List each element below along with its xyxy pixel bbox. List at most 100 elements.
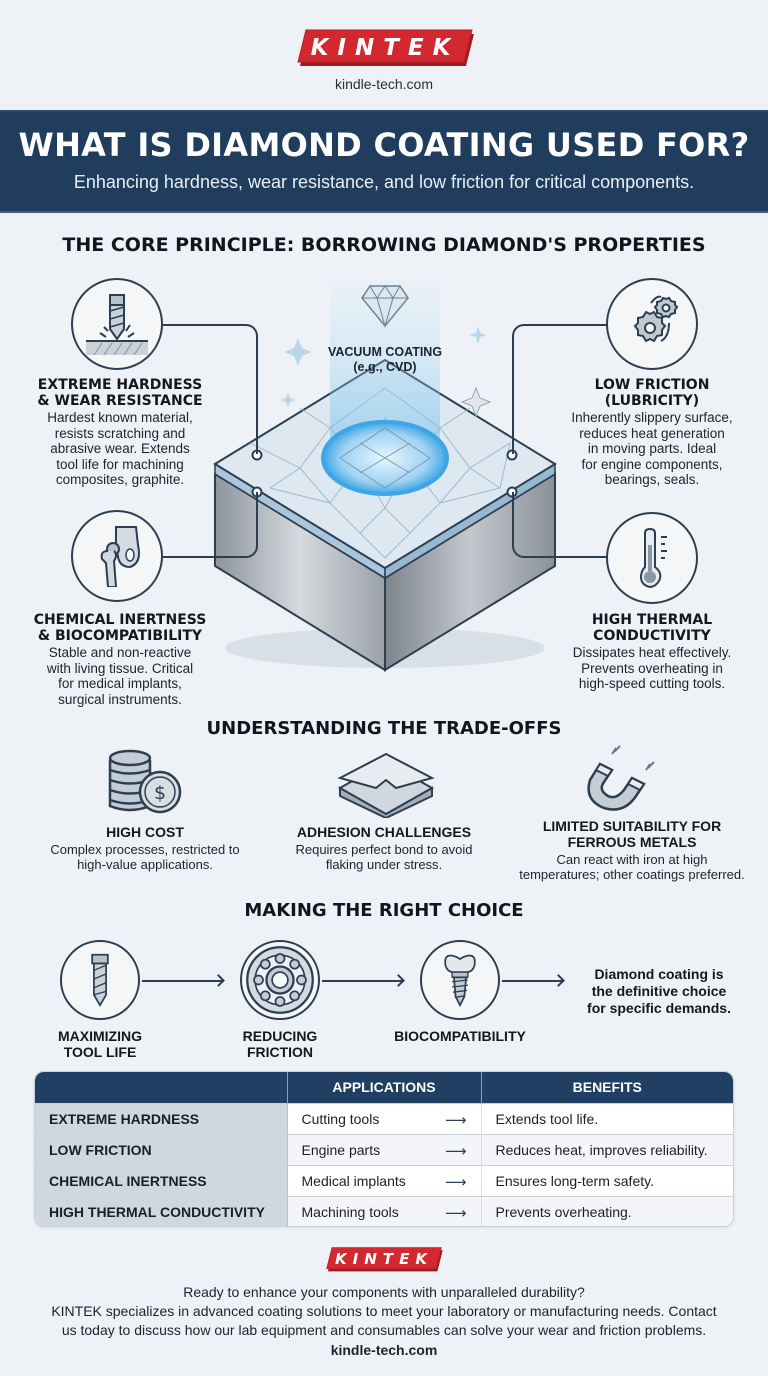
friction-icon-circle [606,278,698,370]
tool-life-icon-circle [60,940,140,1020]
thermal-title-line1: HIGH THERMAL [591,612,713,628]
friction-step-label: REDUCING FRICTION [220,1028,340,1060]
tradeoffs-title: UNDERSTANDING THE TRADE-OFFS [206,718,562,739]
inertness-title-line1: CHEMICAL INERTNESS [33,612,207,628]
thermal-title-line2: CONDUCTIVITY [593,628,711,644]
desc-line: Can react with iron at high [556,852,708,867]
kintek-logo[interactable]: KINTEK [294,28,476,68]
ferrous-title: LIMITED SUITABILITY FOR FERROUS METALS [512,818,752,850]
dental-implant-icon [444,954,476,1007]
benefit-cell: Ensures long-term safety. [481,1164,733,1196]
coated-block-illustration [210,278,560,678]
feature-cell: CHEMICAL INERTNESS [35,1164,288,1196]
kintek-logo-icon: KINTEK [297,29,474,66]
header-benefits: BENEFITS [481,1072,733,1103]
friction-step-label-line2: FRICTION [246,1044,314,1060]
arrow-2 [322,980,404,982]
inertness-description: Stable and non-reactive with living tiss… [20,645,220,707]
arrow-3-head-icon [552,974,565,987]
desc-line: surgical instruments. [58,691,182,707]
thermal-description: Dissipates heat effectively. Prevents ov… [542,645,762,692]
ferrous-title-line2: FERROUS METALS [567,834,697,850]
ferrous-title-line1: LIMITED SUITABILITY FOR [542,818,722,834]
footer-line: Ready to enhance your components with un… [183,1284,585,1300]
drill-bit-icon [91,953,109,1007]
footer-cta-text: Ready to enhance your components with un… [20,1283,748,1340]
right-choice-title: MAKING THE RIGHT CHOICE [244,900,524,921]
desc-line: bearings, seals. [604,472,700,487]
biocompat-icon-circle [420,940,500,1020]
application-cell: Machining tools⟶ [287,1195,482,1226]
desc-line: for medical implants, [58,676,182,691]
hardness-title-line2: & WEAR RESISTANCE [37,393,203,409]
svg-text:KINTEK: KINTEK [311,35,460,61]
friction-step-icon-circle [240,940,320,1020]
application-text: Medical implants [301,1172,406,1189]
thermal-icon-circle [606,512,698,604]
desc-line: Inherently slippery surface, [571,410,733,425]
footer-kintek-logo[interactable]: KINTEK [324,1246,444,1273]
desc-line: Requires perfect bond to avoid [295,842,473,857]
conclusion-line: Diamond coating is [594,966,724,982]
hardness-icon-circle [71,278,163,370]
conclusion-line: for specific demands. [587,1000,731,1016]
table-row: EXTREME HARDNESS Cutting tools⟶ Extends … [35,1102,733,1134]
arrow-right-icon: ⟶ [444,1142,467,1160]
high-cost-title: HIGH COST [106,824,184,840]
site-url-top[interactable]: kindle-tech.com [334,76,434,92]
bearing-icon [246,946,314,1014]
thermometer-icon [639,527,667,589]
tool-life-label: MAXIMIZING TOOL LIFE [40,1028,160,1060]
inertness-title-line2: & BIOCOMPATIBILITY [37,628,203,644]
desc-line: high-value applications. [77,857,213,872]
desc-line: tool life for machining [56,456,184,472]
desc-line: resists scratching and [54,425,186,441]
footer-line: us today to discuss how our lab equipmen… [61,1322,707,1338]
site-url-footer[interactable]: kindle-tech.com [330,1342,438,1358]
adhesion-description: Requires perfect bond to avoid flaking u… [264,842,504,872]
inertness-title: CHEMICAL INERTNESS & BIOCOMPATIBILITY [20,612,220,644]
arrow-right-icon: ⟶ [444,1111,467,1129]
arrow-1-head-icon [212,974,225,987]
desc-line: Stable and non-reactive [48,645,192,660]
table-row: CHEMICAL INERTNESS Medical implants⟶ Ens… [35,1164,733,1196]
application-text: Engine parts [301,1141,381,1158]
conclusion-line: the definitive choice [591,983,727,999]
friction-title-line1: LOW FRICTION [594,377,710,393]
desc-line: high-speed cutting tools. [578,676,726,691]
desc-line: Prevents overheating in [581,660,723,676]
feature-cell: LOW FRICTION [35,1133,288,1165]
desc-line: flaking under stress. [325,857,443,872]
hardness-description: Hardest known material, resists scratchi… [20,410,220,488]
table-row: HIGH THERMAL CONDUCTIVITY Machining tool… [35,1195,733,1226]
desc-line: abrasive wear. Extends [50,441,190,456]
application-text: Cutting tools [301,1110,380,1127]
magnet-icon [582,742,662,814]
application-text: Machining tools [301,1203,399,1220]
page-title: WHAT IS DIAMOND COATING USED FOR? [18,126,750,164]
layers-icon [336,752,436,820]
tool-life-label-line1: MAXIMIZING [58,1028,142,1044]
friction-title-line2: (LUBRICITY) [604,393,700,409]
adhesion-title: ADHESION CHALLENGES [296,824,472,840]
summary-table: APPLICATIONS BENEFITS EXTREME HARDNESS C… [34,1071,734,1227]
connector-thermal [512,492,608,558]
arrow-1 [142,980,224,982]
svg-text:KINTEK: KINTEK [335,1250,433,1268]
desc-line: temperatures; other coatings preferred. [519,867,745,882]
coins-icon: $ [104,748,188,818]
vacuum-coating-label-line2: (e.g., CVD) [353,360,417,374]
header-feature [35,1072,288,1103]
vacuum-coating-label: VACUUM COATING (e.g., CVD) [310,345,460,375]
kintek-logo-icon: KINTEK [326,1247,443,1272]
connector-inertness [162,492,258,558]
feature-cell: HIGH THERMAL CONDUCTIVITY [35,1195,288,1226]
choice-conclusion: Diamond coating is the definitive choice… [574,966,744,1017]
footer-line: KINTEK specializes in advanced coating s… [51,1303,717,1319]
tool-life-label-line2: TOOL LIFE [63,1044,137,1060]
table-header-row: APPLICATIONS BENEFITS [35,1072,733,1103]
friction-title: LOW FRICTION (LUBRICITY) [552,377,752,409]
friction-step-label-line1: REDUCING [242,1028,318,1044]
arrow-3 [502,980,564,982]
gears-icon [633,295,679,343]
